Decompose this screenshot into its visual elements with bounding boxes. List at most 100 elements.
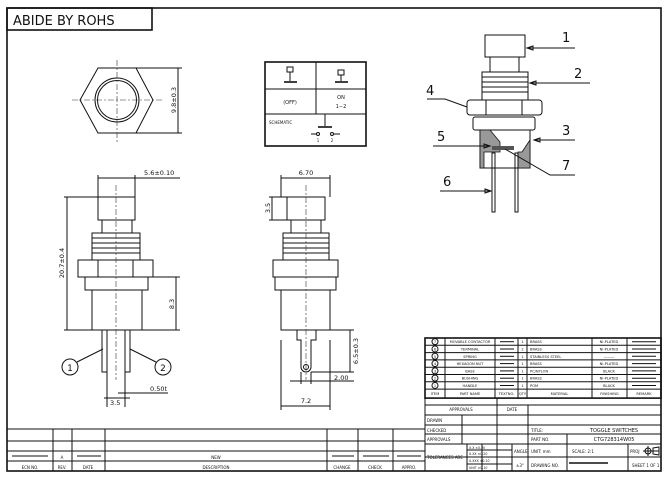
- item-circle: [431, 345, 439, 353]
- angle-value: ±3°: [516, 463, 524, 468]
- callout-1: 1: [562, 31, 570, 46]
- finishing: BLACK: [603, 384, 615, 388]
- switch-on-icon: [335, 69, 348, 83]
- part-no-value: CTG728314W05: [594, 437, 635, 443]
- rev-header-date: DATE: [83, 465, 94, 470]
- item-number: 7: [434, 340, 436, 344]
- finishing: ———: [604, 355, 615, 359]
- part-name: TERMINAL: [460, 348, 479, 352]
- material: BRASS: [530, 362, 543, 366]
- item-circle: [431, 367, 439, 375]
- rohs-label: ABIDE BY ROHS: [13, 14, 115, 29]
- proj-label: PROJ: [630, 449, 640, 454]
- pin-2-label: 2: [160, 364, 166, 374]
- tolerance-3: UNIT ±0.10: [469, 466, 487, 470]
- part-no-label: PART NO.: [531, 437, 549, 442]
- quantity: 2: [521, 348, 523, 352]
- part-name: HEXAGON NUT: [457, 362, 485, 366]
- tolerance-2: X.XXX ±0.10: [469, 459, 490, 463]
- item-number: 2: [434, 377, 436, 381]
- dim-cap-width: 5.6±0.10: [144, 169, 174, 177]
- finishing: Ni-PLATED: [600, 348, 619, 352]
- callout-6: 6: [443, 175, 451, 190]
- schematic-table: (OFF) ON 1−2 SCHEMATIC 1 2: [264, 61, 367, 147]
- schematic-pin2: 2: [331, 138, 334, 143]
- title-label: TITLE:: [530, 428, 543, 433]
- title-value: TOGGLE SWITCHES: [589, 428, 638, 434]
- drawing-no-label: DRAWING NO.: [531, 463, 559, 468]
- parts-header-6: REMARK: [636, 392, 652, 396]
- parts-header-1: PART NAME: [460, 392, 481, 396]
- quantity: 1: [521, 377, 523, 381]
- material: BRASS: [530, 340, 543, 344]
- revision-block: A NEW ECN NO. REV. DATE DESCRIPTION CHAN…: [7, 428, 425, 471]
- item-circle: [431, 381, 439, 389]
- callout-5: 5: [437, 130, 445, 145]
- item-number: 1: [434, 384, 436, 388]
- quantity: 1: [521, 340, 523, 344]
- dim-terminal-length: 6.5±0.3: [352, 338, 360, 364]
- state-on: ON: [337, 95, 345, 101]
- pin-1-marker: [61, 358, 79, 376]
- scale-label: SCALE: 2:1: [572, 449, 594, 454]
- revision-value: A: [61, 455, 64, 460]
- sheet-label: SHEET 1 OF 1: [632, 463, 660, 468]
- rev-header-check: CHECK: [368, 465, 382, 470]
- item-number: 4: [434, 362, 437, 366]
- item-circle: [431, 360, 439, 368]
- dim-body-height: 8.3: [168, 299, 176, 309]
- finishing: Ni-PLATED: [600, 340, 619, 344]
- rev-header-ecn: ECN NO.: [22, 465, 39, 470]
- dim-cap-height: 3.5: [264, 203, 272, 213]
- projection-symbol-icon: [643, 446, 660, 456]
- callouts: 1 2 3 4 5 6 7: [426, 31, 590, 194]
- side-view: 6.70 3.5 6.5±0.3 2.00 7.2: [264, 169, 360, 410]
- parts-header-0: ITEM: [431, 392, 440, 396]
- pin-2-marker: [154, 358, 172, 376]
- quantity: 1: [521, 362, 523, 366]
- drawing-frame: [6, 7, 662, 472]
- rev-header-description: DESCRIPTION: [202, 465, 229, 470]
- callout-7: 7: [562, 159, 570, 174]
- title-block: APPROVALS DATE DRAWN CHECKED APPROVALS T…: [424, 338, 661, 471]
- item-circle: [431, 374, 439, 382]
- material: POM: [530, 384, 538, 388]
- state-off: (OFF): [283, 100, 297, 106]
- unit-label: UNIT: mm: [531, 449, 551, 454]
- quantity: 1: [521, 384, 523, 388]
- finishing: Ni-PLATED: [600, 362, 619, 366]
- parts-header-4: MATERIAL: [551, 392, 569, 396]
- quantity: 1: [521, 369, 523, 373]
- callout-3: 3: [562, 124, 570, 139]
- quantity: 1: [521, 355, 523, 359]
- material: STAINLESS STEEL: [530, 355, 561, 359]
- material: BRASS: [530, 377, 543, 381]
- parts-header-5: FINISHING: [600, 392, 619, 396]
- material: PC/NYLON: [530, 369, 548, 373]
- finishing: Ni-PLATED: [600, 377, 619, 381]
- dim-terminal-width: 2.00: [334, 374, 348, 382]
- callout-2: 2: [574, 67, 582, 82]
- item-number: 6: [434, 348, 437, 352]
- switch-off-icon: [284, 66, 297, 83]
- angle-label: ANGLE: [514, 449, 528, 454]
- approvals-header: APPROVALS: [449, 407, 473, 412]
- part-name: BUSHING: [462, 377, 479, 381]
- schematic-pin1: 1: [317, 138, 320, 143]
- state-on-pins: 1−2: [336, 104, 347, 110]
- item-circle: [431, 338, 439, 346]
- date-header: DATE: [507, 407, 518, 412]
- part-name: HANDLE: [463, 384, 479, 388]
- checked-label: CHECKED: [427, 428, 446, 433]
- dim-hex: 9.8±0.3: [170, 87, 178, 113]
- drawn-label: DRAWN: [427, 418, 442, 423]
- section-view: [466, 34, 543, 213]
- rev-header-change: CHANGE: [333, 465, 351, 470]
- dim-pin-thickness: 0.50t: [150, 385, 167, 393]
- dim-pin-spacing: 3.5: [110, 399, 120, 407]
- parts-header-3: QTY: [519, 392, 527, 396]
- material: BRASS: [530, 348, 543, 352]
- dim-flange-width: 7.2: [301, 397, 311, 405]
- tolerance-1: X.XX ±0.20: [469, 452, 487, 456]
